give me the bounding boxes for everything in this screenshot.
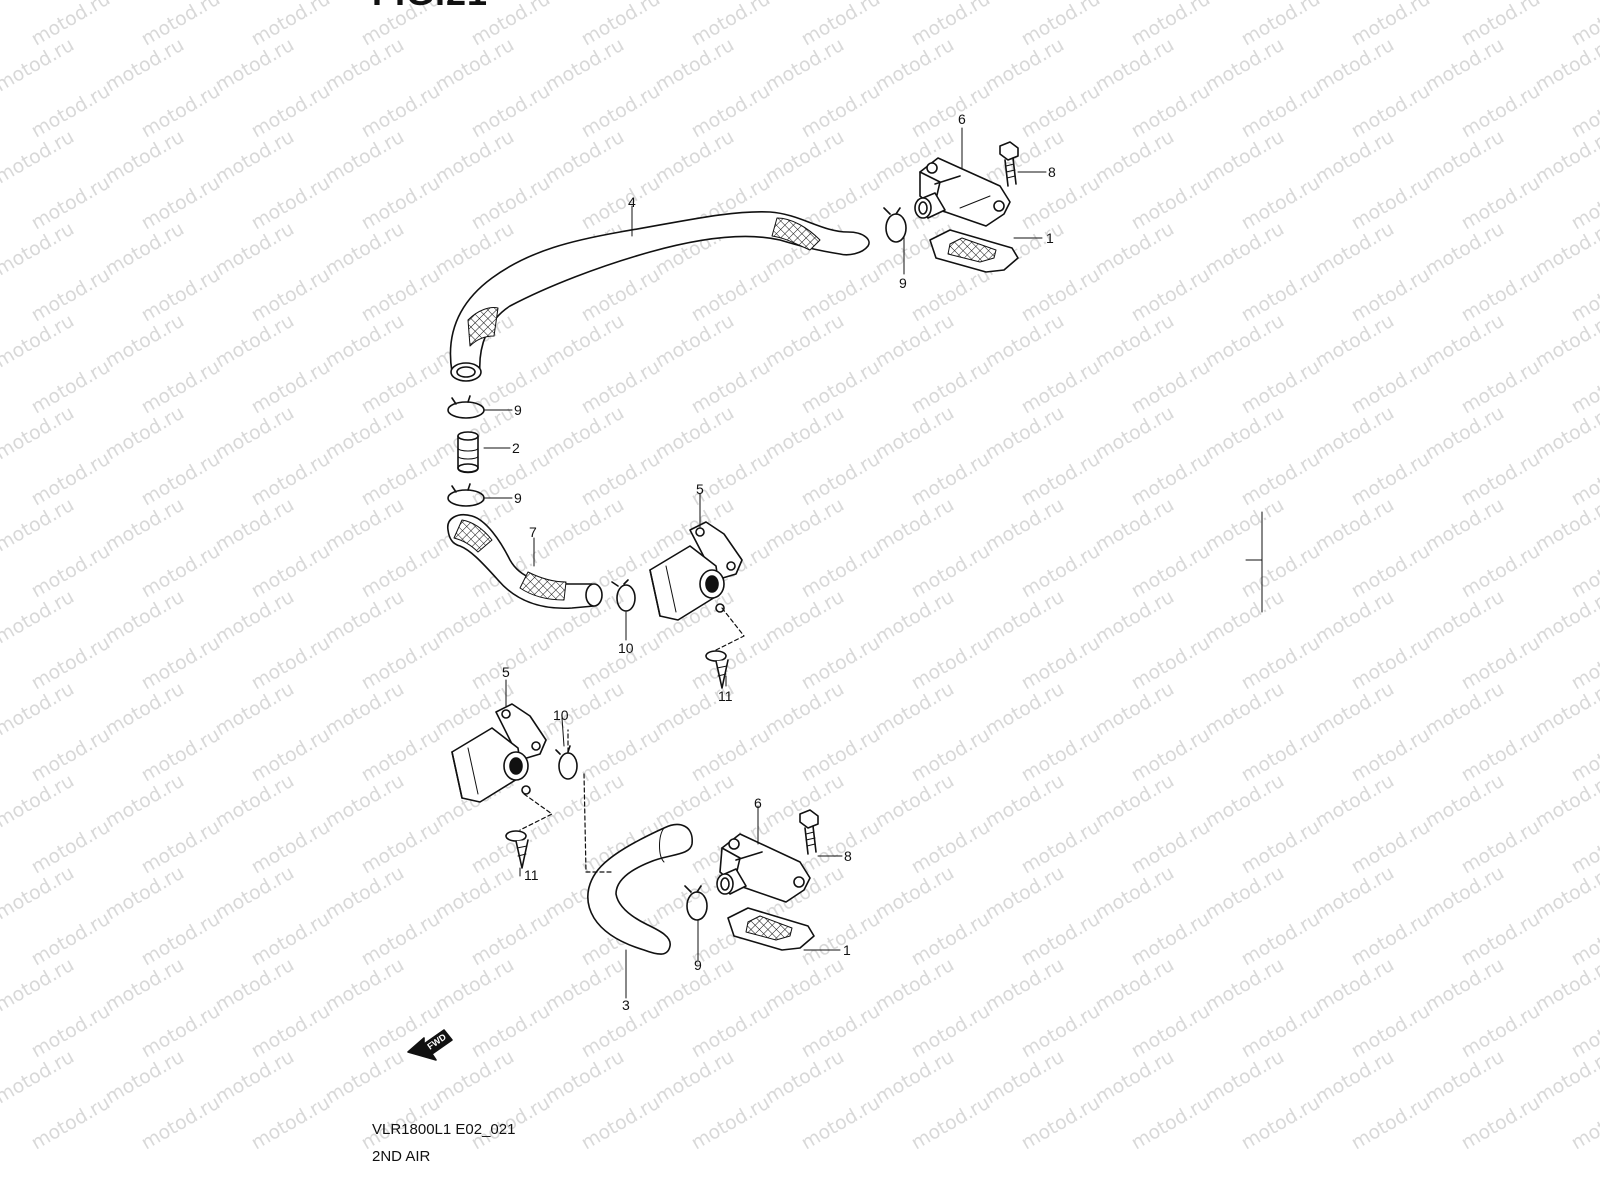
lower-air-hose [587,823,693,955]
clip-lower [555,745,578,780]
callout-6-bottom: 6 [754,795,762,811]
callout-11-upper: 11 [718,688,733,704]
reed-valve-cover-top [914,157,1011,227]
screw-upper [705,650,729,689]
middle-air-hose [447,514,603,610]
callout-leaders [483,127,1047,999]
callout-9-b: 9 [514,490,522,506]
air-valve-upper [649,521,743,621]
upper-air-hose [449,210,870,382]
callout-7: 7 [529,524,537,540]
gasket-bottom [727,907,815,951]
callout-1-bottom: 1 [843,942,851,958]
bolt-bottom [799,809,819,855]
assembly-leader-lines [519,607,745,873]
callout-3: 3 [622,997,630,1013]
clamp-top-right [883,207,907,243]
callout-8-bottom: 8 [844,848,852,864]
callout-11-lower: 11 [524,867,539,883]
model-code: VLR1800L1 E02_021 [372,1121,516,1138]
callout-1-top: 1 [1046,230,1054,246]
joint-pipe [457,431,479,474]
margin-tick [1245,511,1263,613]
clamp-upper-a [447,395,485,419]
fwd-arrow-icon [407,1029,453,1061]
callout-2: 2 [512,440,520,456]
clamp-bottom-right [684,885,708,921]
screw-lower [505,830,529,869]
callout-9-top: 9 [899,275,907,291]
callout-8-top: 8 [1048,164,1056,180]
callout-5-upper: 5 [696,481,704,497]
gasket-top [929,229,1019,273]
figure-title: FIG.21 [372,0,488,14]
section-name: 2ND AIR [372,1148,431,1165]
clip-upper [611,579,636,612]
clamp-upper-b [447,483,485,507]
callout-10-lower: 10 [553,707,569,723]
callout-9-bottom: 9 [694,957,702,973]
callout-10-upper: 10 [618,640,634,656]
callout-4: 4 [628,194,636,210]
air-valve-lower [451,703,547,803]
callout-6-top: 6 [958,111,966,127]
reed-valve-cover-bottom [716,833,811,903]
callout-9-a: 9 [514,402,522,418]
bolt-top [999,141,1019,187]
callout-5-lower: 5 [502,664,510,680]
